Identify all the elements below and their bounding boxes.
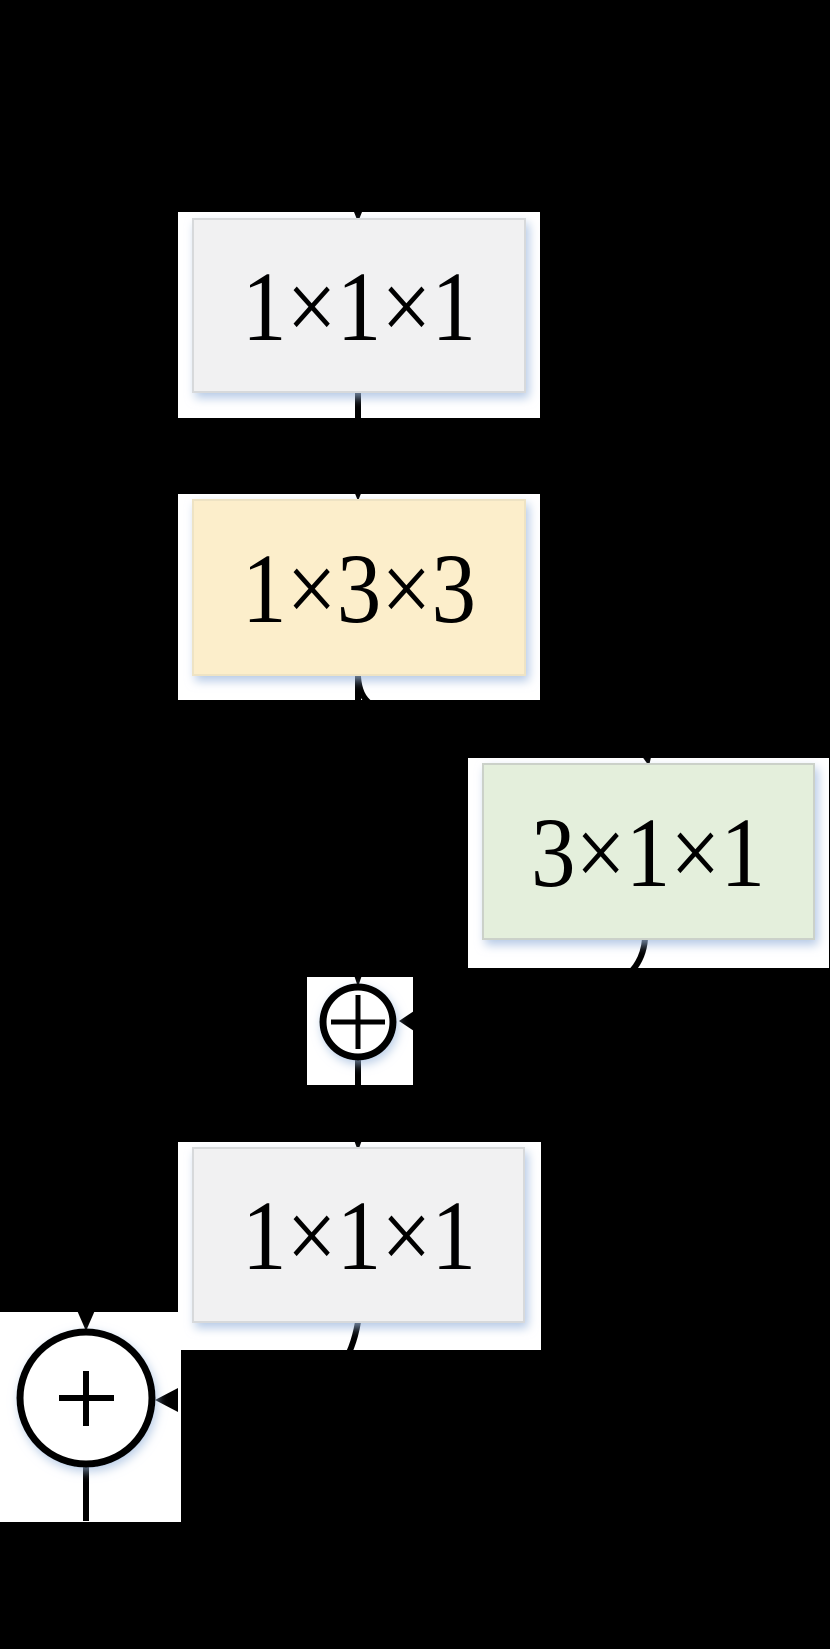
spatial-to-temporal-arrowhead-icon bbox=[636, 744, 654, 766]
conv-3x1x1-temporal-label: 3×1×1 bbox=[531, 797, 765, 908]
residual-skip-arrowhead-icon bbox=[76, 1308, 96, 1331]
conv-blocks: 1×1×1 1×3×3 3×1×1 1×1×1 bbox=[192, 218, 815, 1323]
conv-1x1x1-expand-box bbox=[192, 1147, 525, 1323]
reduce-to-spatial-arrowhead-icon bbox=[350, 481, 366, 501]
expand-to-residual-add-curve bbox=[183, 1321, 361, 1403]
expand-to-residual-add-arrowhead-icon bbox=[155, 1388, 178, 1412]
conv-1x1x1-expand-label: 1×1×1 bbox=[242, 1180, 476, 1291]
spatial-to-temporal-curve bbox=[355, 676, 650, 750]
conv-1x3x3-spatial-label: 1×3×3 bbox=[242, 533, 476, 644]
conv-3x1x1-temporal-box bbox=[482, 763, 815, 940]
conv-1x1x1-reduce-box bbox=[192, 218, 526, 393]
conv-1x3x3-spatial-box bbox=[192, 499, 526, 676]
temporal-to-add-curve bbox=[419, 938, 648, 1023]
plus-icon bbox=[331, 995, 385, 1049]
add-to-expand-arrowhead-icon bbox=[350, 1129, 366, 1151]
conv-1x1x1-reduce-label: 1×1×1 bbox=[242, 251, 476, 362]
plus-icon bbox=[59, 1371, 114, 1426]
spatial-to-add-arrowhead-icon bbox=[350, 963, 366, 987]
add-junctions bbox=[16, 983, 397, 1468]
input-arrowhead-icon bbox=[350, 202, 366, 222]
connectors bbox=[76, 60, 654, 1521]
temporal-to-add-arrowhead-icon bbox=[399, 1009, 417, 1033]
residual-skip-line bbox=[83, 117, 358, 1308]
